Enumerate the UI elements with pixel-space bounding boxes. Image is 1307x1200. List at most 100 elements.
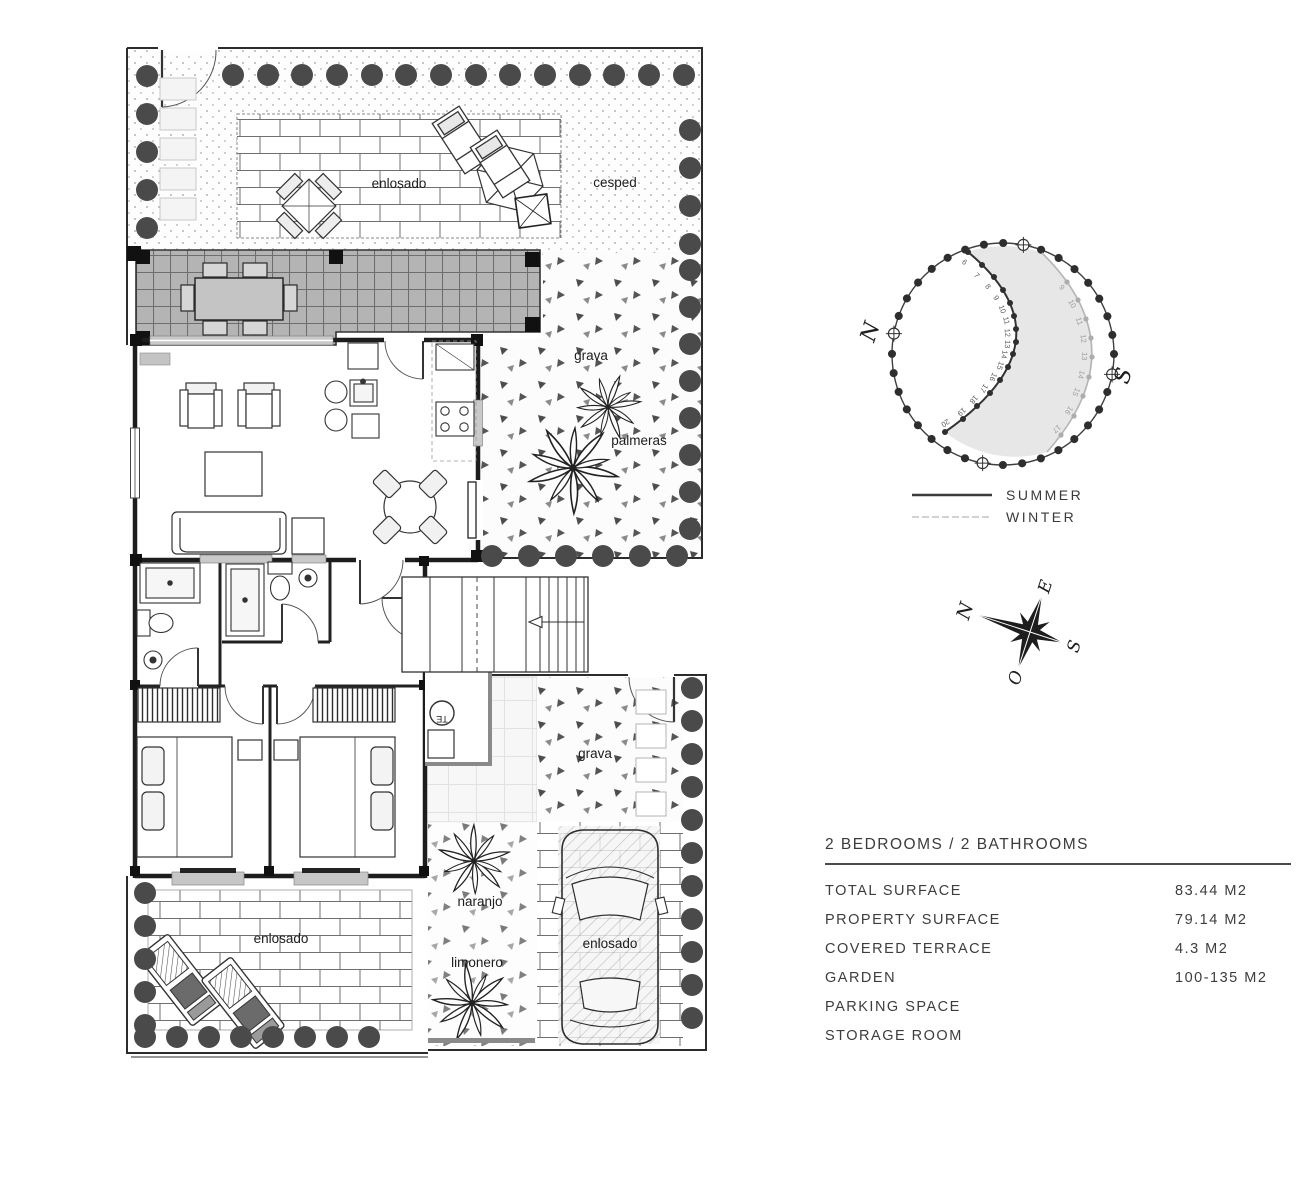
label-cesped: cesped bbox=[593, 175, 637, 190]
spec-row-parking-space: PARKING SPACE bbox=[825, 993, 1291, 1022]
winter-arc-dots bbox=[1058, 279, 1095, 438]
compass-o: O bbox=[1004, 668, 1027, 687]
bathroom-1 bbox=[136, 562, 201, 670]
spec-value: 100-135 M2 bbox=[1175, 970, 1268, 986]
compass-s: S bbox=[1063, 638, 1086, 655]
label-enlosado-terrace: enlosado bbox=[254, 931, 309, 946]
summer-hour-labels: 6 7 8 9 10 11 12 13 14 15 16 17 18 19 20 bbox=[939, 257, 1012, 429]
wall-posts bbox=[130, 334, 483, 876]
wardrobe-1 bbox=[137, 687, 221, 723]
spec-row-property-surface: PROPERTY SURFACE 79.14 M2 bbox=[825, 906, 1291, 935]
sun-shade bbox=[945, 246, 1092, 457]
coffee-table bbox=[204, 451, 263, 497]
bathroom-2 bbox=[225, 561, 318, 637]
label-limonero: limonero bbox=[451, 955, 503, 970]
compass-star-main bbox=[976, 595, 1063, 669]
svg-text:10: 10 bbox=[997, 304, 1008, 315]
label-grava-bottom: grava bbox=[578, 746, 612, 761]
bed-1 bbox=[136, 736, 233, 858]
planters bbox=[159, 77, 197, 221]
spec-label: PARKING SPACE bbox=[825, 999, 961, 1015]
summer-arc-dots bbox=[942, 249, 1019, 435]
sun-cardinal-markers bbox=[885, 236, 1121, 472]
toilet-2 bbox=[267, 561, 293, 601]
svg-text:20: 20 bbox=[939, 417, 951, 429]
washer bbox=[324, 380, 348, 404]
stairs bbox=[401, 576, 589, 673]
legend-summer-label: SUMMER bbox=[1006, 487, 1083, 503]
spec-label: GARDEN bbox=[825, 970, 897, 986]
svg-text:11: 11 bbox=[1074, 316, 1085, 326]
sun-north-label: N bbox=[858, 318, 886, 346]
property-specs: 2 BEDROOMS / 2 BATHROOMS TOTAL SURFACE 8… bbox=[825, 836, 1291, 1051]
svg-text:16: 16 bbox=[987, 371, 999, 382]
svg-text:11: 11 bbox=[1001, 316, 1012, 326]
wall-openings bbox=[130, 335, 483, 886]
stairs-direction-arrow bbox=[527, 615, 543, 629]
toilet-1 bbox=[136, 609, 174, 637]
spec-row-storage-room: STORAGE ROOM bbox=[825, 1022, 1291, 1051]
bedroom-2 bbox=[273, 687, 396, 858]
water-heater-label: TE bbox=[436, 714, 448, 724]
car bbox=[551, 829, 669, 1045]
legend-winter-label: WINTER bbox=[1006, 509, 1076, 525]
spec-value bbox=[1175, 1022, 1291, 1051]
svg-text:17: 17 bbox=[978, 382, 990, 394]
label-grava-top: grava bbox=[574, 348, 608, 363]
spec-value: 83.44 M2 bbox=[1175, 883, 1248, 899]
label-enlosado-parking: enlosado bbox=[583, 936, 638, 951]
label-naranjo: naranjo bbox=[457, 894, 502, 909]
spec-label: COVERED TERRACE bbox=[825, 941, 993, 957]
storage-appliance bbox=[427, 729, 455, 759]
wardrobe-2 bbox=[312, 687, 396, 723]
compass-rose: N E S O bbox=[952, 577, 1086, 688]
strip-gate bbox=[428, 1038, 535, 1043]
compass-n: N bbox=[952, 598, 979, 623]
spec-value bbox=[1175, 993, 1291, 1022]
svg-text:15: 15 bbox=[1070, 386, 1082, 397]
hedge-bushes bbox=[134, 64, 703, 1048]
sun-south-label: S bbox=[1110, 365, 1138, 387]
living-room bbox=[171, 382, 448, 555]
label-palmeras: palmeras bbox=[611, 433, 667, 448]
garden-side-table bbox=[514, 193, 552, 229]
spec-row-total-surface: TOTAL SURFACE 83.44 M2 bbox=[825, 877, 1291, 906]
terrace-dining-set bbox=[180, 262, 298, 336]
svg-text:13: 13 bbox=[1080, 352, 1090, 361]
sun-lounger-bottom-1 bbox=[138, 934, 222, 1026]
kitchen bbox=[324, 340, 477, 462]
armchair-1 bbox=[179, 382, 223, 429]
svg-text:10: 10 bbox=[1066, 298, 1078, 310]
svg-text:8: 8 bbox=[983, 282, 993, 291]
compass-star-highlight bbox=[976, 595, 1063, 669]
sun-lounger-top-2 bbox=[469, 129, 531, 199]
specs-title: 2 BEDROOMS / 2 BATHROOMS bbox=[825, 836, 1291, 865]
floor-plan: TE bbox=[126, 44, 707, 1058]
svg-text:7: 7 bbox=[972, 271, 981, 280]
bedroom-1 bbox=[136, 687, 263, 858]
garden-table-set bbox=[275, 172, 343, 240]
nightstand-1 bbox=[237, 739, 263, 761]
svg-text:14: 14 bbox=[1076, 369, 1087, 379]
spec-label: TOTAL SURFACE bbox=[825, 883, 962, 899]
svg-text:14: 14 bbox=[999, 350, 1009, 360]
spec-row-covered-terrace: COVERED TERRACE 4.3 M2 bbox=[825, 935, 1291, 964]
label-enlosado-top: enlosado bbox=[372, 176, 427, 191]
stove bbox=[435, 401, 475, 437]
stepping-stones bbox=[635, 689, 667, 817]
side-table bbox=[291, 517, 325, 555]
sofa bbox=[171, 511, 287, 555]
water-heater bbox=[429, 700, 455, 726]
sun-lounger-bottom-2 bbox=[201, 957, 285, 1049]
sun-circle-dots bbox=[888, 239, 1118, 469]
sun-legend: SUMMER WINTER bbox=[912, 487, 1083, 525]
svg-text:12: 12 bbox=[1003, 328, 1013, 337]
armchair-2 bbox=[237, 382, 281, 429]
nightstand-2 bbox=[273, 739, 299, 761]
svg-text:12: 12 bbox=[1079, 334, 1089, 343]
svg-text:13: 13 bbox=[1003, 340, 1012, 349]
plot-boundary bbox=[126, 47, 707, 1058]
sun-path-diagram: 6 7 8 9 10 11 12 13 14 15 16 17 18 19 20… bbox=[858, 236, 1138, 525]
compass-e: E bbox=[1034, 577, 1057, 596]
